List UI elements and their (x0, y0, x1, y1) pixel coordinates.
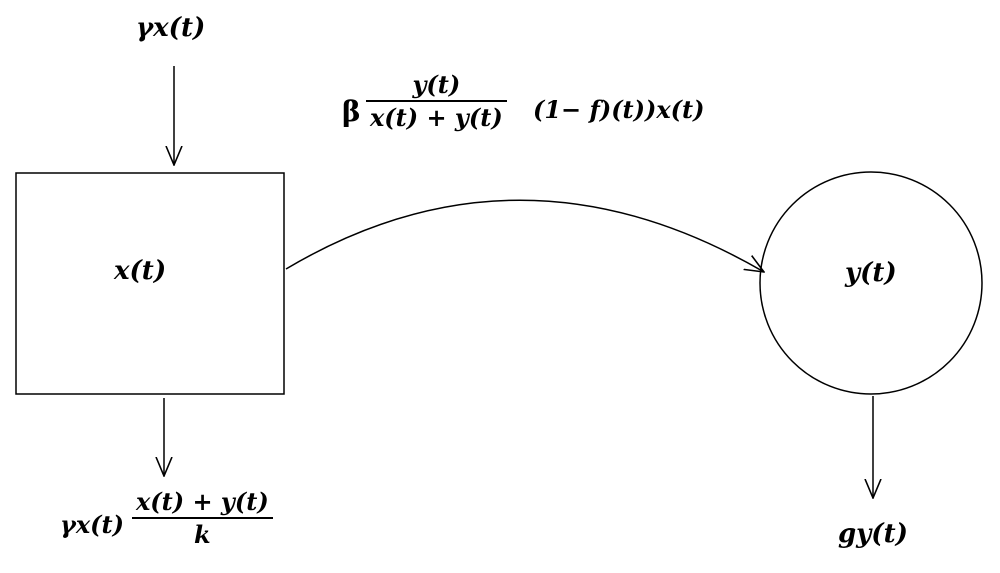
outflow-x-denominator: k (194, 520, 211, 549)
transfer-arrow (285, 199, 764, 272)
outflow-x-fraction: x(t) + y(t) k (132, 490, 273, 547)
y-compartment-label: y(t) (845, 258, 897, 288)
fraction-bar (366, 100, 507, 102)
transfer-rate-prefix: β (342, 95, 361, 128)
transfer-rate-suffix: (1− f)(t))x(t) (533, 95, 705, 124)
transfer-rate-fraction: y(t) x(t) + y(t) (366, 73, 507, 130)
fraction-bar (132, 517, 273, 519)
transfer-rate-denominator: x(t) + y(t) (370, 103, 503, 132)
outflow-y-label: gy(t) (838, 519, 908, 549)
y-compartment-circle (759, 171, 983, 395)
inflow-x-label: γx(t) (136, 13, 206, 43)
outflow-x-prefix: γx(t) (60, 510, 124, 539)
outflow-x-numerator: x(t) + y(t) (136, 487, 269, 516)
transfer-rate-numerator: y(t) (412, 70, 461, 99)
x-compartment-label: x(t) (114, 256, 167, 286)
x-compartment-box (15, 172, 285, 395)
